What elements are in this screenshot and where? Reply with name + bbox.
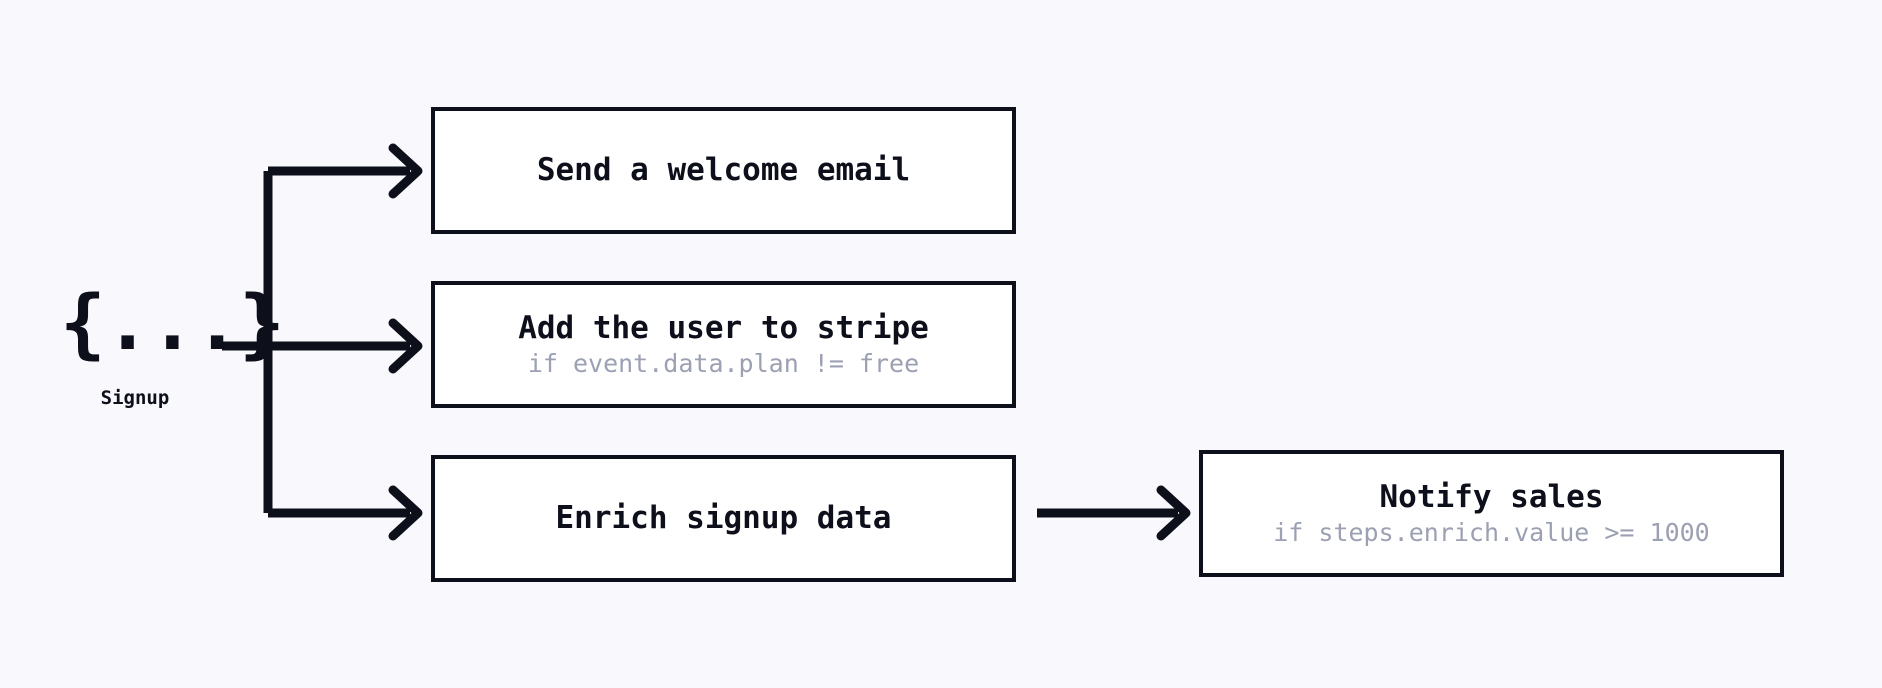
step-title: Add the user to stripe	[518, 310, 929, 347]
step-card-send-a-welcome-email[interactable]: Send a welcome email	[431, 107, 1016, 234]
step-card-add-the-user-to-stripe[interactable]: Add the user to stripe if event.data.pla…	[431, 281, 1016, 408]
trigger-node[interactable]: {...} Signup	[60, 278, 285, 410]
step-card-notify-sales[interactable]: Notify sales if steps.enrich.value >= 10…	[1199, 450, 1784, 577]
arrowhead-welcome	[388, 143, 423, 199]
step-title: Send a welcome email	[536, 152, 911, 189]
step-title: Notify sales	[1379, 479, 1604, 516]
trigger-label: Signup	[100, 387, 170, 409]
step-card-enrich-signup-data[interactable]: Enrich signup data	[431, 455, 1016, 582]
step-title: Enrich signup data	[555, 500, 892, 537]
arrowhead-stripe	[388, 318, 423, 374]
arrowhead-notify	[1156, 485, 1191, 541]
json-event-icon: {...}	[60, 278, 285, 367]
step-condition: if event.data.plan != free	[527, 349, 920, 379]
arrowhead-enrich	[388, 485, 423, 541]
step-condition: if steps.enrich.value >= 1000	[1273, 518, 1710, 548]
